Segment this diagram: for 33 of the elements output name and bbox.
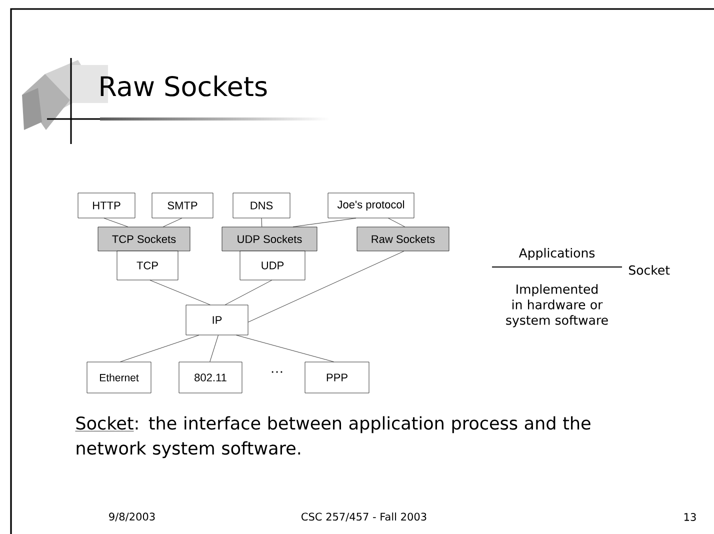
connector-line bbox=[210, 335, 218, 362]
protocol-box: UDP bbox=[240, 250, 306, 280]
socket-box: Raw Sockets bbox=[356, 226, 450, 252]
connector-line bbox=[248, 251, 404, 322]
protocol-box: Ethernet bbox=[86, 362, 152, 394]
connector-line bbox=[388, 218, 406, 227]
protocol-box: PPP bbox=[304, 362, 370, 394]
connector-line bbox=[224, 280, 272, 305]
page-number: 13 bbox=[684, 513, 696, 521]
protocol-box: IP bbox=[186, 304, 248, 336]
layer-label: Implemented in hardware or system software bbox=[506, 284, 608, 328]
connector-line bbox=[162, 218, 182, 227]
protocol-box: DNS bbox=[232, 192, 290, 218]
connector-line bbox=[261, 218, 262, 227]
connector-line bbox=[292, 218, 356, 227]
connector-line bbox=[150, 280, 210, 305]
ellipsis: … bbox=[272, 371, 282, 373]
footer-course: CSC 257/457 - Fall 2003 bbox=[302, 512, 426, 522]
connector-line bbox=[120, 335, 200, 362]
definition-text: Socket: the interface between application process and the network system software. bbox=[75, 416, 590, 458]
protocol-box: HTTP bbox=[78, 192, 136, 218]
protocol-box: 802.11 bbox=[178, 362, 242, 394]
protocol-box: SMTP bbox=[152, 192, 214, 218]
protocol-box: TCP bbox=[116, 250, 178, 280]
connector-line bbox=[236, 335, 334, 362]
slide-title: Raw Sockets bbox=[100, 76, 267, 96]
protocol-box: Joe's protocol bbox=[328, 192, 414, 218]
layer-label: Socket bbox=[629, 265, 670, 275]
layer-label: Applications bbox=[518, 248, 595, 260]
socket-box: TCP Sockets bbox=[98, 226, 190, 252]
socket-box: UDP Sockets bbox=[222, 226, 318, 252]
footer-date: 9/8/2003 bbox=[109, 512, 155, 522]
connector-line bbox=[104, 218, 128, 227]
